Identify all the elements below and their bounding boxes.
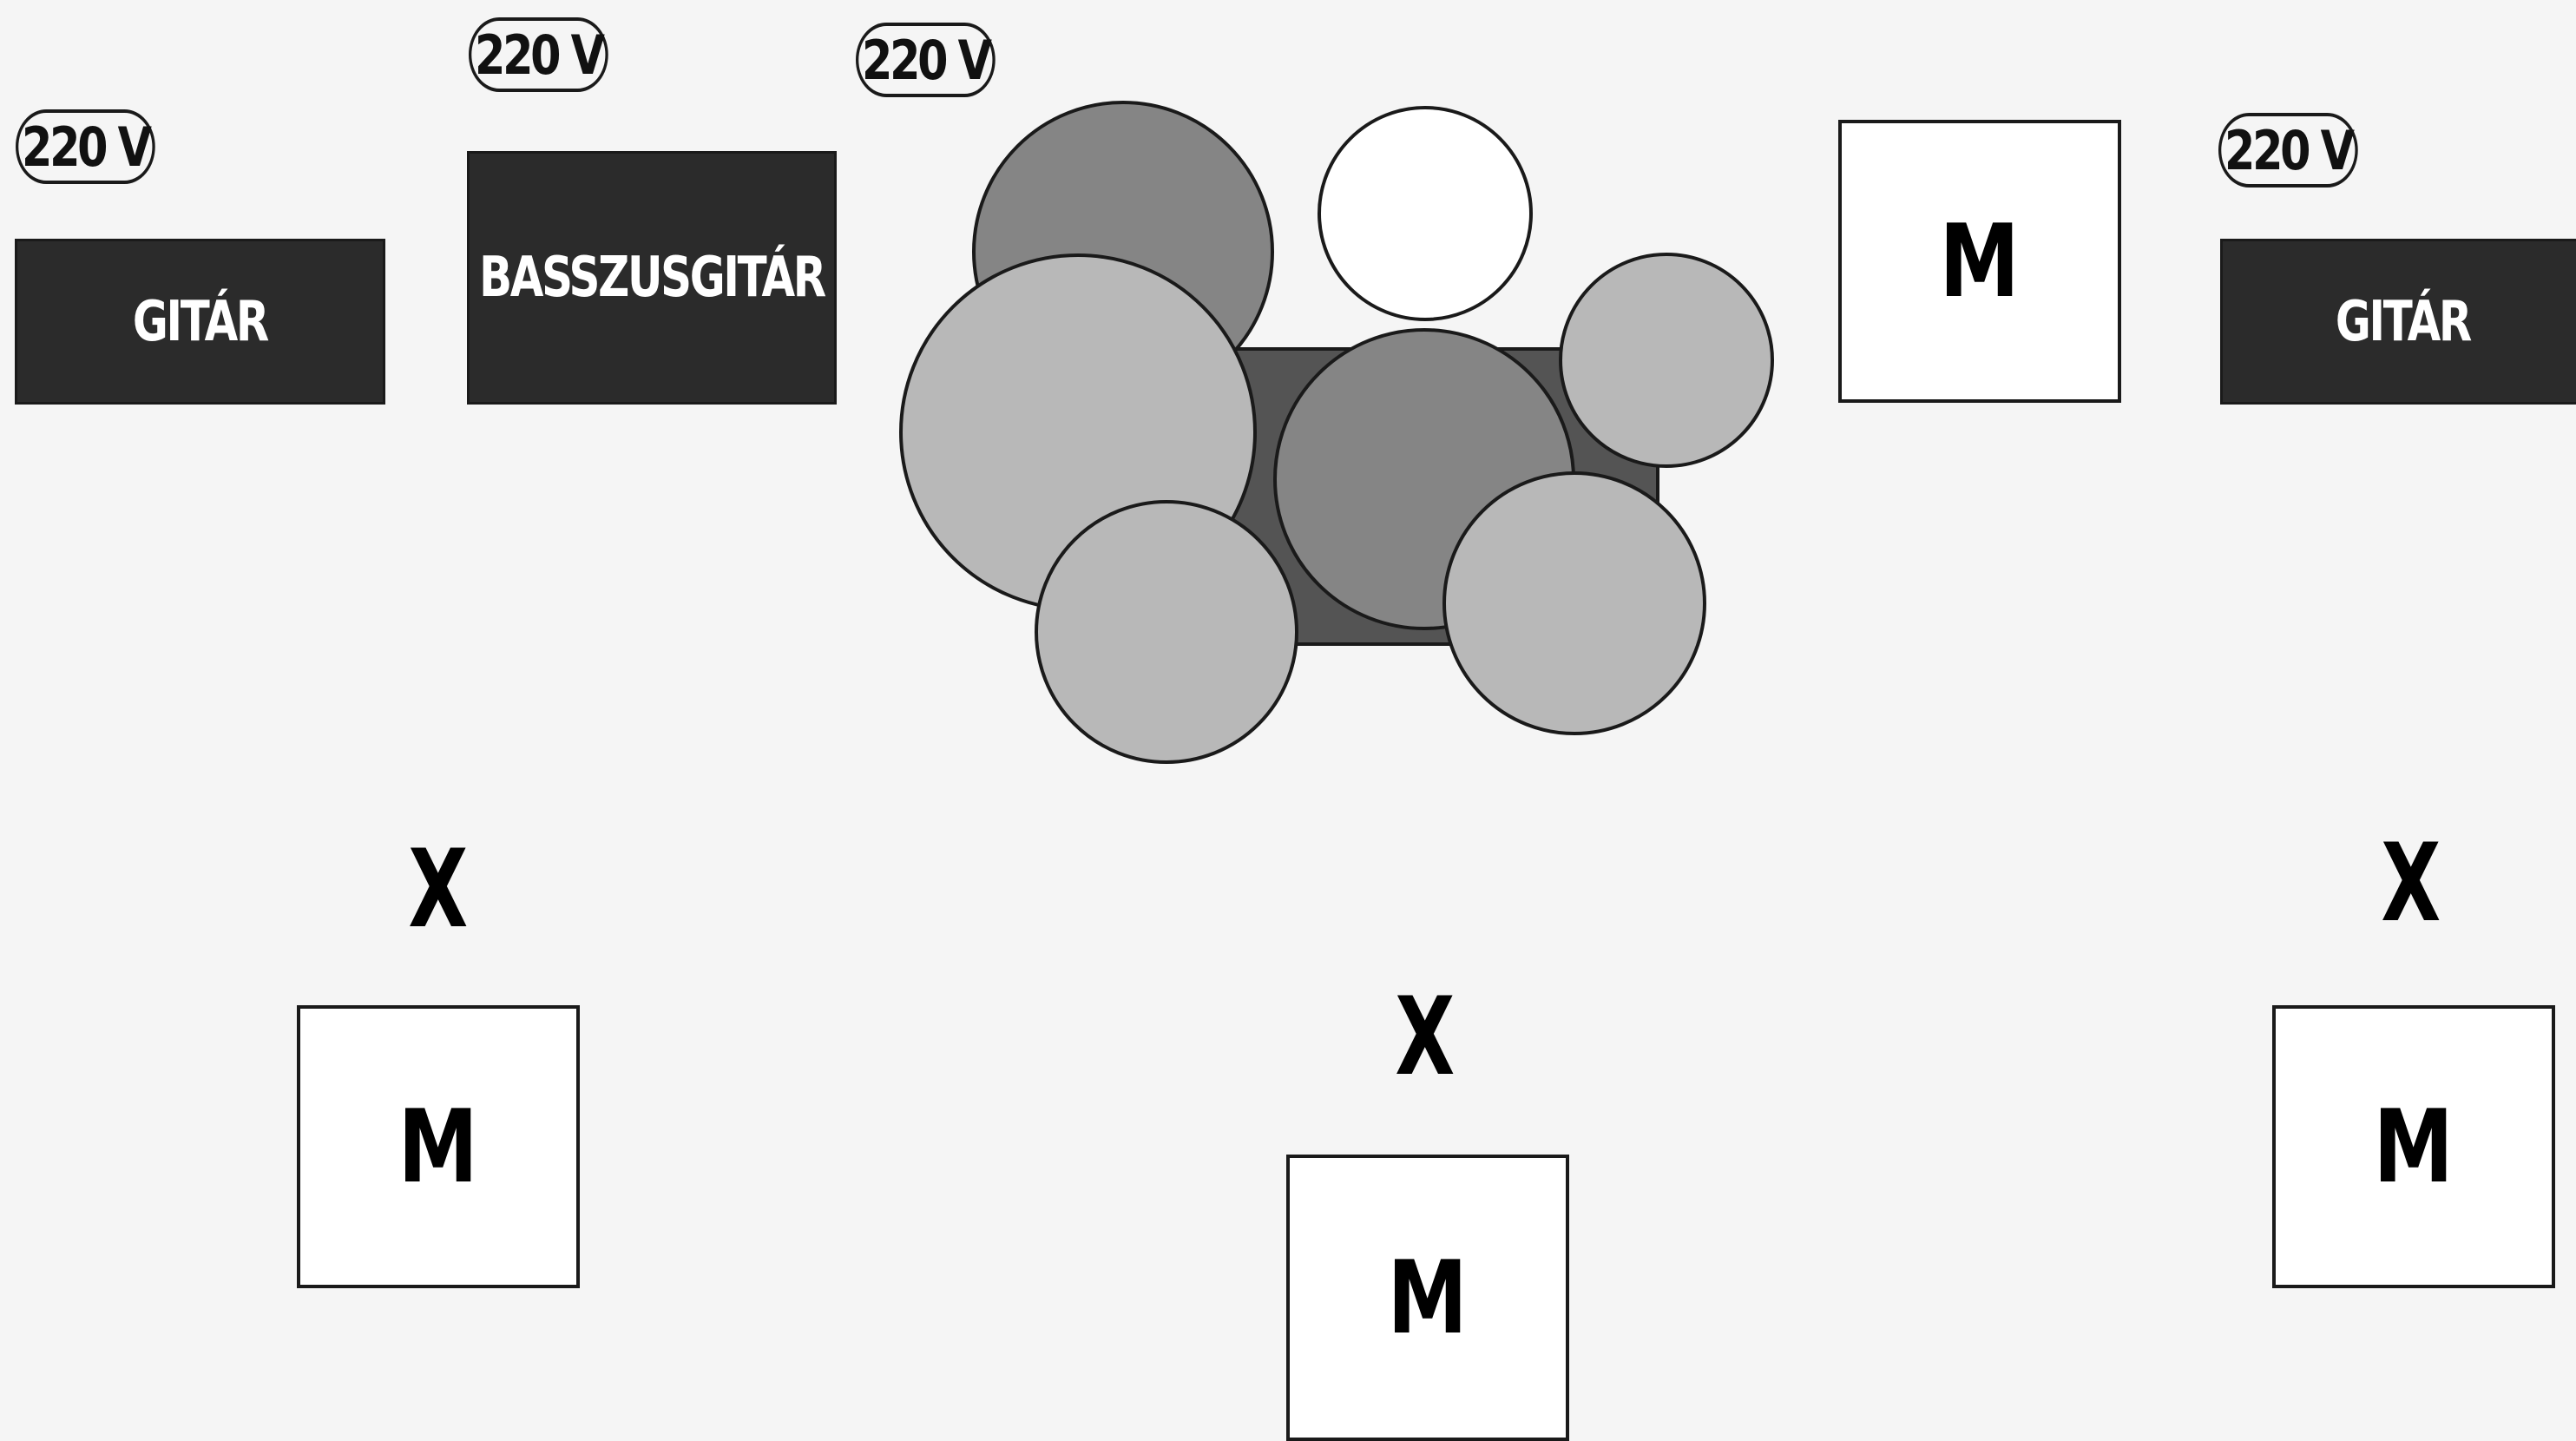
monitor-right-label: M (2373, 1088, 2454, 1206)
mic-position-right-label: X (2381, 821, 2441, 946)
mic-position-center: X (1373, 975, 1477, 1100)
power-outlet-bass: 220 V (469, 17, 608, 92)
hi-hat (1035, 500, 1298, 764)
monitor-drums: M (1838, 120, 2121, 403)
mic-position-center-label: X (1395, 975, 1456, 1100)
floor-tom (1442, 471, 1706, 735)
monitor-center-label: M (1387, 1239, 1469, 1357)
mic-position-right: X (2359, 821, 2463, 946)
monitor-drums-label: M (1939, 202, 2021, 320)
monitor-left-label: M (398, 1088, 479, 1206)
guitar-amp-right: GITÁR (2220, 239, 2576, 405)
power-outlet-guitar-right: 220 V (2218, 113, 2358, 188)
power-outlet-drums: 220 V (856, 23, 996, 97)
bass-amp-label: BASSZUSGITÁR (479, 246, 826, 310)
bass-amp: BASSZUSGITÁR (467, 151, 837, 405)
cymbal-ride (1318, 106, 1533, 321)
mic-position-left-label: X (408, 827, 469, 952)
power-outlet-guitar-left: 220 V (16, 109, 155, 184)
cymbal-crash-right (1559, 253, 1774, 468)
monitor-right: M (2272, 1005, 2555, 1288)
mic-position-left: X (386, 827, 490, 952)
monitor-center: M (1286, 1155, 1569, 1441)
monitor-left: M (297, 1005, 580, 1288)
guitar-amp-left: GITÁR (15, 239, 385, 405)
guitar-amp-right-label: GITÁR (2335, 289, 2471, 354)
guitar-amp-left-label: GITÁR (132, 289, 269, 354)
